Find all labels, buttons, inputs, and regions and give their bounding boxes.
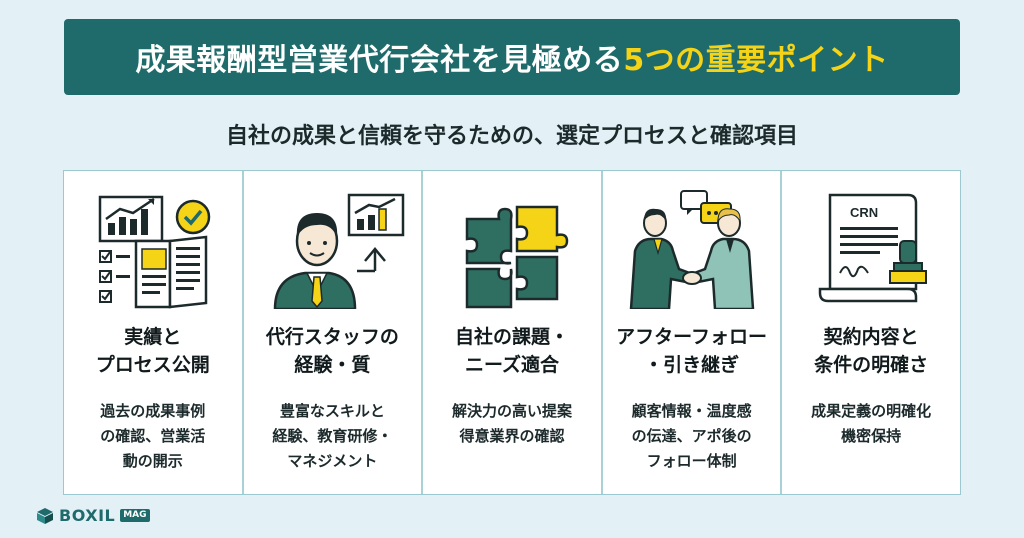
point-card-description: 顧客情報・温度感 の伝達、アポ後の フォロー体制 xyxy=(631,402,752,470)
page-title: 成果報酬型営業代行会社を見極める xyxy=(135,43,624,78)
point-card-title: 契約内容と 条件の明確さ xyxy=(814,326,929,376)
point-card-description: 豊富なスキルと 経験、教育研修・ マネジメント xyxy=(272,402,393,470)
handshake-icon xyxy=(617,189,767,309)
report-chart-icon xyxy=(78,189,228,309)
point-card-2: 代行スタッフの 経験・質 豊富なスキルと 経験、教育研修・ マネジメント xyxy=(244,171,424,494)
page-title-accent: 5つの重要ポイント xyxy=(623,43,889,78)
point-card-title: アフターフォロー ・引き継ぎ xyxy=(616,326,768,376)
point-card-4: アフターフォロー ・引き継ぎ 顧客情報・温度感 の伝達、アポ後の フォロー体制 xyxy=(603,171,783,494)
contract-stamp-icon: CRN xyxy=(796,189,946,309)
boxil-mag-logo: BOXIL MAG xyxy=(36,506,150,525)
point-card-title: 自社の課題・ ニーズ適合 xyxy=(454,326,569,376)
point-card-1: 実績と プロセス公開 過去の成果事例 の確認、営業活 動の開示 xyxy=(64,171,244,494)
point-card-description: 解決力の高い提案 得意業界の確認 xyxy=(451,402,572,445)
point-card-title: 代行スタッフの 経験・質 xyxy=(265,326,399,376)
points-grid: 実績と プロセス公開 過去の成果事例 の確認、営業活 動の開示 xyxy=(63,170,961,495)
puzzle-icon xyxy=(437,189,587,309)
point-card-3: 自社の課題・ ニーズ適合 解決力の高い提案 得意業界の確認 xyxy=(423,171,603,494)
staff-chart-icon xyxy=(257,189,407,309)
logo-badge: MAG xyxy=(120,509,150,522)
point-card-5: CRN 契約内容と 条件の明確さ 成果定義の明確化 機密保持 xyxy=(782,171,960,494)
cube-icon xyxy=(37,507,53,524)
point-card-description: 過去の成果事例 の確認、営業活 動の開示 xyxy=(100,402,206,470)
logo-text: BOXIL xyxy=(59,506,116,525)
contract-label: CRN xyxy=(850,205,878,220)
point-card-title: 実績と プロセス公開 xyxy=(95,326,210,376)
point-card-description: 成果定義の明確化 機密保持 xyxy=(811,402,932,445)
page-subtitle: 自社の成果と信頼を守るための、選定プロセスと確認項目 xyxy=(225,124,798,149)
